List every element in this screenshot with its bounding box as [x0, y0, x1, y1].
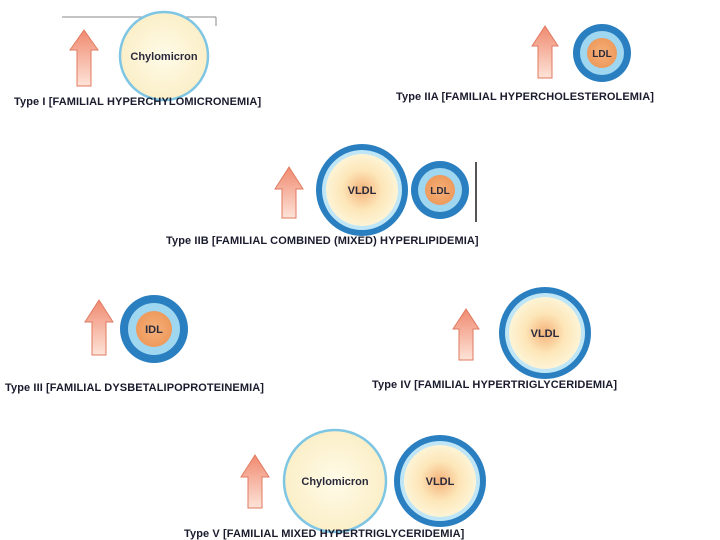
up-arrow-icon: [274, 166, 304, 219]
particle-label: VLDL: [348, 185, 377, 197]
up-arrow-icon: [69, 29, 99, 87]
up-arrow-icon: [452, 308, 480, 361]
caption-type-iii: Type III [FAMILIAL DYSBETALIPOPROTEINEMI…: [5, 382, 265, 394]
panel-type-iv: VLDL: [452, 287, 591, 379]
ldl-core: [587, 38, 617, 68]
particle-label: VLDL: [531, 328, 560, 340]
caption-type-i: Type I [FAMILIAL HYPERCHYLOMICRONEMIA]: [14, 96, 262, 108]
caption-type-iia: Type IIA [FAMILIAL HYPERCHOLESTEROLEMIA]: [396, 91, 655, 103]
particle-label: VLDL: [426, 476, 455, 488]
particle-label: IDL: [145, 324, 163, 336]
vldl-core: [509, 297, 581, 369]
particle-label: Chylomicron: [301, 476, 369, 488]
ldl-core: [425, 175, 455, 205]
particle-label: LDL: [592, 49, 611, 60]
up-arrow-icon: [84, 299, 114, 356]
chylomicron-particle: [118, 10, 210, 102]
caption-type-v: Type V [FAMILIAL MIXED HYPERTRIGLYCERIDE…: [184, 528, 465, 540]
chylomicron-particle: [282, 428, 388, 534]
caption-type-iib: Type IIB [FAMILIAL COMBINED (MIXED) HYPE…: [166, 235, 479, 247]
up-arrow-icon: [240, 454, 270, 509]
panel-type-iii: IDL: [84, 295, 188, 363]
up-arrow-icon: [531, 25, 559, 79]
panel-type-i: Chylomicron: [69, 10, 210, 102]
panel-type-v: Chylomicron VLDL: [240, 428, 486, 534]
vldl-core: [404, 445, 476, 517]
particle-label: Chylomicron: [130, 51, 198, 63]
particle-label: LDL: [430, 186, 449, 197]
panel-type-iib: VLDL LDL: [274, 144, 469, 236]
caption-type-iv: Type IV [FAMILIAL HYPERTRIGLYCERIDEMIA]: [372, 379, 618, 391]
panel-type-iia: LDL: [531, 24, 631, 82]
vldl-core: [326, 154, 398, 226]
idl-core: [136, 311, 172, 347]
